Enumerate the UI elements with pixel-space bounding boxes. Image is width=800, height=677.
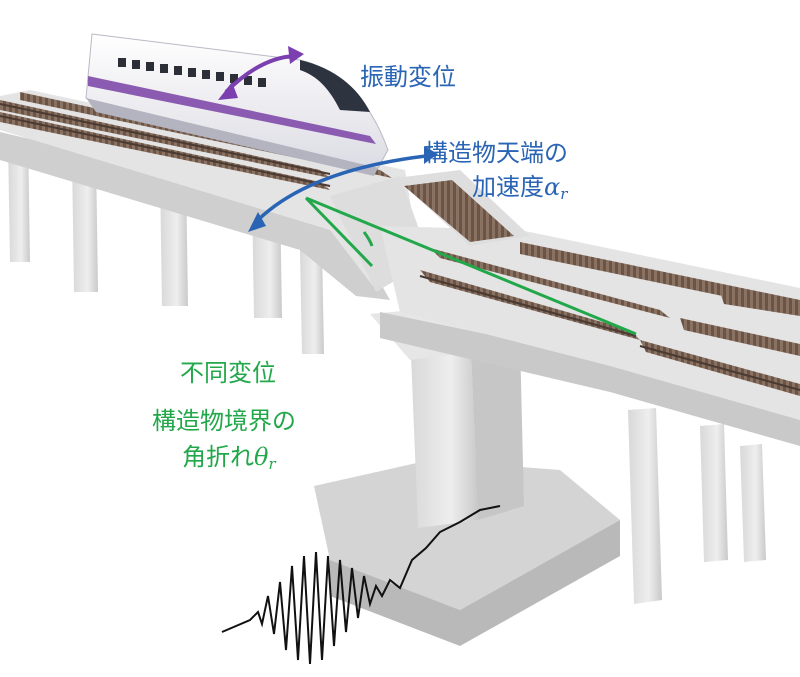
- angle-lines: [304, 196, 637, 336]
- vibration-label: 振動変位: [360, 63, 456, 91]
- acceleration-symbol: αr: [544, 173, 568, 203]
- angle-symbol: θr: [254, 443, 276, 473]
- right-viaduct: [380, 170, 800, 604]
- angle-label-line2: 角折れθr: [182, 442, 276, 479]
- acceleration-text: 加速度: [472, 173, 544, 201]
- acceleration-arrow: [248, 146, 438, 232]
- acceleration-label-line2: 加速度αr: [472, 172, 567, 209]
- train-image: [85, 33, 389, 176]
- acceleration-label-line1: 構造物天端の: [424, 139, 568, 167]
- differential-label: 不同変位: [180, 359, 276, 387]
- vibration-arrow: [218, 46, 304, 100]
- seismic-wave-icon: [221, 505, 501, 665]
- angle-label-line1: 構造物境界の: [152, 407, 296, 435]
- angle-text: 角折れ: [182, 443, 254, 471]
